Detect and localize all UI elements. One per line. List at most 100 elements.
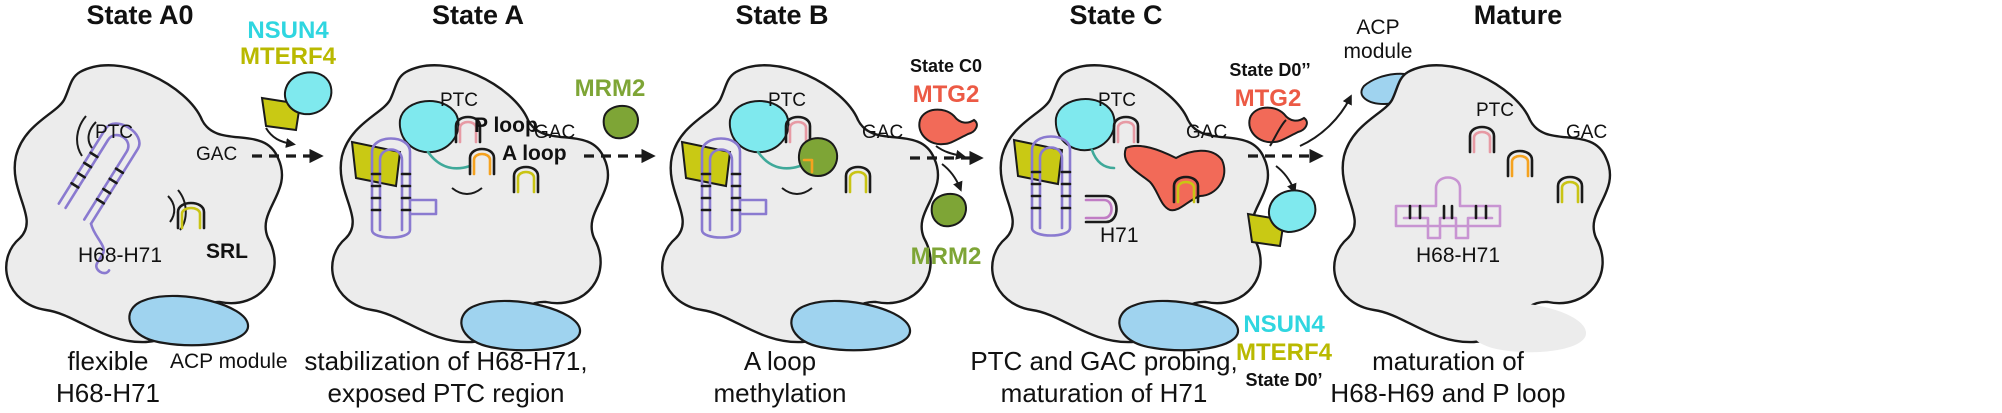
ptc-label: PTC (95, 122, 133, 143)
linker (1090, 148, 1116, 170)
transition-a0-a: NSUN4 MTERF4 (240, 17, 337, 164)
motion-lines (781, 187, 813, 195)
gac-label: GAC (196, 144, 237, 165)
panel-title: State C (1069, 0, 1162, 30)
branch-line (1269, 119, 1287, 147)
p-loop-rna (1468, 125, 1496, 154)
gac-label: GAC (1186, 122, 1227, 143)
mterf4-label: MTERF4 (1236, 339, 1333, 366)
transition-a-b: MRM2 (575, 75, 656, 164)
h68-h71-rna (1030, 135, 1072, 237)
h68-h71-rna (57, 122, 141, 275)
srl-rna (1172, 175, 1200, 204)
mtg2-shape (1248, 106, 1308, 144)
state-d0p-label: State D0’ (1245, 370, 1322, 390)
nsun4-label: NSUN4 (1243, 311, 1325, 338)
caption-line: exposed PTC region (327, 378, 564, 408)
gac-label: GAC (534, 122, 575, 143)
caption-line: PTC and GAC probing, (970, 346, 1237, 376)
ptc-label: PTC (1098, 90, 1136, 111)
panel-state-a: State A PTC GAC P loop A loop (304, 0, 610, 408)
h68-h71-label: H68-H71 (1416, 244, 1500, 267)
h68-h71-rna (370, 137, 438, 239)
nsun4-mterf4-complex (260, 71, 333, 132)
acp-module-shape (460, 299, 582, 352)
mtg2-bound-shape (1123, 144, 1226, 212)
p-loop-label: P loop (474, 114, 538, 137)
nsun4-mterf4-complex (680, 100, 790, 188)
caption-line: methylation (714, 378, 847, 408)
panel-title: Mature (1474, 0, 1563, 30)
h68-h71-rna (1394, 176, 1502, 240)
nsun4-mterf4-complex (350, 100, 460, 188)
panel-state-b: State B PTC GAC A loop methylation (661, 0, 940, 408)
entry-arrow (935, 145, 966, 160)
mrm2-label: MRM2 (911, 243, 982, 270)
panel-title: State A (432, 0, 524, 30)
panel-title: State A0 (86, 0, 193, 30)
caption-line: H68-H71 (56, 378, 160, 408)
a-loop-rna (1506, 149, 1534, 178)
p-loop-rna (784, 115, 812, 144)
mrm2-shape (602, 104, 639, 140)
caption-line: H68-H69 and P loop (1330, 378, 1565, 408)
motion-lines (76, 115, 97, 157)
mtg2-shape (918, 108, 978, 146)
exit-arrow (1299, 94, 1352, 147)
entry-arrow (265, 127, 296, 148)
module-label: module (1344, 40, 1413, 63)
h71-label: H71 (1100, 224, 1139, 247)
gac-label: GAC (1566, 122, 1607, 143)
panel-state-c: State C PTC GAC H71 PTC and GAC probi (970, 0, 1270, 408)
mtg2-label: MTG2 (913, 81, 980, 108)
caption-line: maturation of H71 (1001, 378, 1208, 408)
linker (426, 150, 472, 170)
caption-line: stabilization of H68-H71, (304, 346, 587, 376)
nsun4-mterf4-complex (1246, 189, 1317, 248)
transition-b-c: State C0 MTG2 MRM2 (910, 56, 984, 270)
p-loop-rna (1112, 115, 1140, 144)
ptc-label: PTC (1476, 100, 1514, 121)
ptc-label: PTC (768, 90, 806, 111)
state-d0pp-label: State D0’’ (1229, 60, 1310, 80)
h68-h71-label: H68-H71 (78, 244, 162, 267)
mterf4-label: MTERF4 (240, 43, 337, 70)
mrm2-bound-shape (798, 137, 839, 178)
h71-rna (1084, 194, 1118, 224)
mrm2-label: MRM2 (575, 75, 646, 102)
srl-rna (844, 165, 872, 194)
acp-label: ACP (1356, 16, 1399, 39)
nsun4-label: NSUN4 (247, 17, 329, 44)
transition-c-mature: State D0’’ MTG2 ACP module NSUN4 MTERF4 … (1229, 16, 1420, 390)
linker (756, 150, 802, 170)
nsun4-mterf4-complex (1012, 98, 1116, 186)
a-loop-rna (802, 158, 814, 174)
panel-title: State B (735, 0, 828, 30)
exit-arrow (1275, 165, 1297, 194)
acp-site-empty (1467, 302, 1587, 353)
h68-h71-rna (700, 137, 768, 239)
motion-lines (451, 187, 483, 195)
ptc-label: PTC (440, 90, 478, 111)
caption-line: maturation of (1372, 346, 1525, 376)
srl-rna (1556, 175, 1584, 204)
srl-label: SRL (206, 240, 248, 263)
acp-module-shape (790, 299, 912, 352)
mrm2-shape (930, 192, 967, 228)
a-loop-label: A loop (502, 142, 567, 165)
acp-module-shape (1118, 299, 1240, 352)
panel-state-a0: State A0 PTC GAC H68-H71 SRL ACP module … (5, 0, 288, 408)
srl-rna (176, 201, 206, 230)
gac-label: GAC (862, 122, 903, 143)
a-loop-rna (468, 147, 496, 176)
p-loop-rna (454, 115, 482, 144)
caption-line: A loop (744, 346, 816, 376)
panel-mature: Mature PTC GAC H68-H71 maturation of H68… (1330, 0, 1612, 408)
srl-rna (512, 165, 540, 194)
state-c0-label: State C0 (910, 56, 982, 76)
ribosome-body (1333, 64, 1612, 344)
acp-module-label: ACP module (170, 350, 288, 373)
exit-arrow (941, 163, 963, 192)
caption-line: flexible (68, 346, 149, 376)
